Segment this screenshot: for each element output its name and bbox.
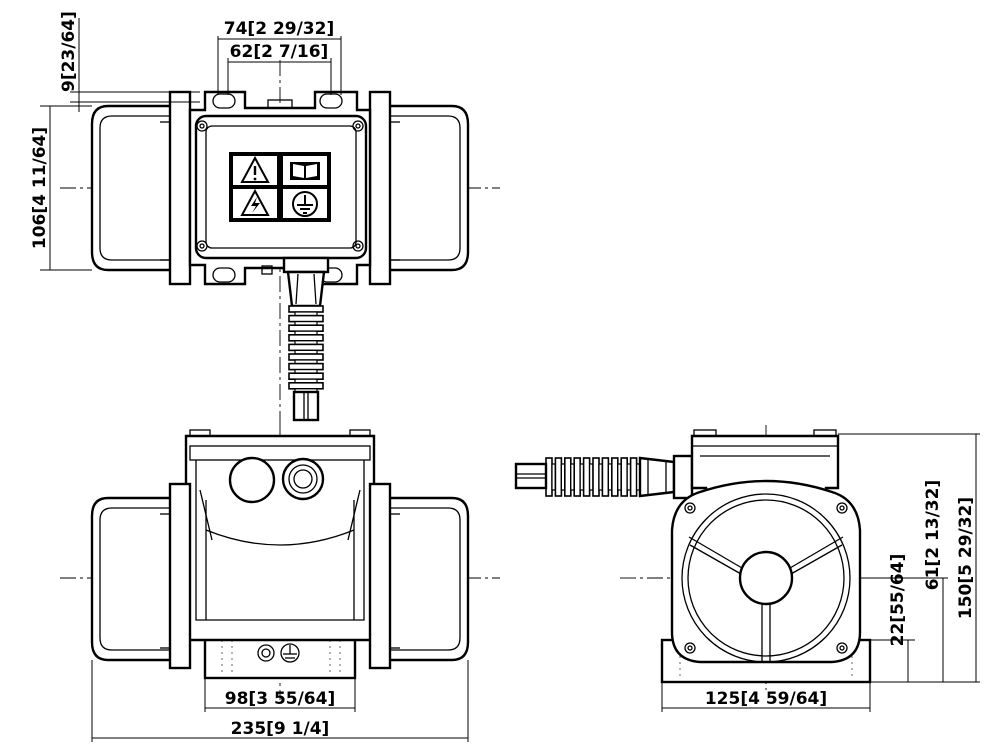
- dim-overall-length: 235[9 1/4]: [231, 719, 330, 739]
- front-feet: [203, 634, 357, 680]
- plug: [228, 456, 276, 504]
- dim-base-width: 98[3 55/64]: [225, 689, 335, 709]
- left-motor-body: [90, 104, 178, 272]
- front-right-motor: [382, 496, 470, 662]
- front-frame: [184, 434, 376, 642]
- top-view: 74[2 29/32] 62[2 7/16] 9[23/64] 106[4 11…: [30, 11, 500, 422]
- electric-hazard-icon: [240, 188, 270, 216]
- front-ground-icon: [280, 643, 300, 663]
- front-left-motor: [90, 496, 178, 662]
- side-view: 125[4 59/64] 22[55/64] 61[2 13/32] 150[5…: [514, 425, 980, 712]
- open-book-icon: [290, 162, 320, 180]
- dim-flange-thickness: 9[23/64]: [59, 11, 79, 92]
- dim-side-overall-height: 150[5 29/32]: [956, 497, 976, 619]
- dim-side-center-height: 61[2 13/32]: [923, 480, 943, 590]
- left-flange: [168, 90, 192, 286]
- front-gland: [281, 457, 325, 501]
- cable: [288, 305, 324, 393]
- side-shaft: [738, 550, 794, 606]
- warning-triangle-icon: [240, 155, 270, 183]
- ground-symbol-icon: [292, 191, 318, 217]
- front-view: 98[3 55/64] 235[9 1/4]: [60, 420, 500, 742]
- right-flange: [368, 90, 392, 286]
- dim-top-width-inner: 62[2 7/16]: [230, 42, 329, 62]
- dim-side-foot-height: 22[55/64]: [888, 554, 908, 647]
- dim-top-width-outer: 74[2 29/32]: [224, 19, 334, 39]
- warning-label: [229, 152, 331, 222]
- right-motor-body: [382, 104, 470, 272]
- cable-gland: [261, 256, 330, 308]
- dim-top-height: 106[4 11/64]: [30, 127, 50, 249]
- dim-side-base-width: 125[4 59/64]: [705, 689, 827, 709]
- side-cable: [545, 457, 641, 497]
